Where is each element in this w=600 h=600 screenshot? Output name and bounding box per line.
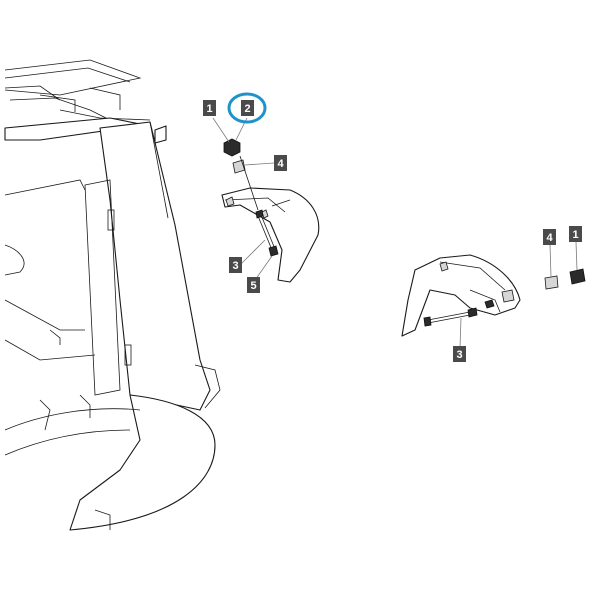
fender-light-assembly-left xyxy=(221,138,320,283)
highlight-ring xyxy=(227,92,267,124)
svg-text:3: 3 xyxy=(232,260,238,272)
part-4-bushing-right xyxy=(544,275,559,290)
part-1-nut-right xyxy=(569,268,586,285)
callout-3-right[interactable]: 3 xyxy=(453,346,466,362)
leader-lines xyxy=(212,117,578,349)
svg-text:4: 4 xyxy=(546,232,553,244)
tractor-cab-frame xyxy=(4,59,221,531)
svg-text:4: 4 xyxy=(277,158,284,170)
part-1-nut-left xyxy=(223,138,241,157)
callout-1-left[interactable]: 1 xyxy=(203,100,216,116)
callout-2-left[interactable]: 2 xyxy=(241,100,254,116)
part-3-wire-left xyxy=(255,209,276,251)
callout-1-right[interactable]: 1 xyxy=(569,226,582,242)
svg-text:1: 1 xyxy=(572,229,578,241)
part-5-connector-left xyxy=(268,245,279,257)
fender-light-assembly-right xyxy=(401,254,586,337)
svg-text:2: 2 xyxy=(244,103,250,115)
callout-4-right[interactable]: 4 xyxy=(543,229,556,245)
part-3-wire-right xyxy=(423,307,478,327)
callout-4-left[interactable]: 4 xyxy=(274,155,287,171)
svg-text:3: 3 xyxy=(456,349,462,361)
svg-text:5: 5 xyxy=(250,280,256,292)
callout-5-left[interactable]: 5 xyxy=(247,277,260,293)
callout-3-left[interactable]: 3 xyxy=(229,257,242,273)
svg-text:1: 1 xyxy=(206,103,212,115)
